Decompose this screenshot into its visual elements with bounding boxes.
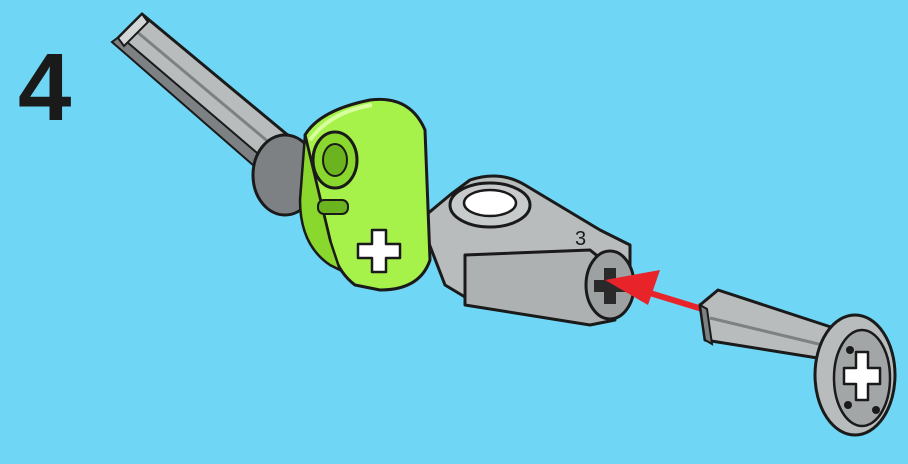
svg-text:3: 3 [575, 228, 586, 250]
angled-connector: 3 [420, 176, 634, 325]
axle-with-stop [700, 290, 895, 435]
cross-block [300, 99, 430, 290]
